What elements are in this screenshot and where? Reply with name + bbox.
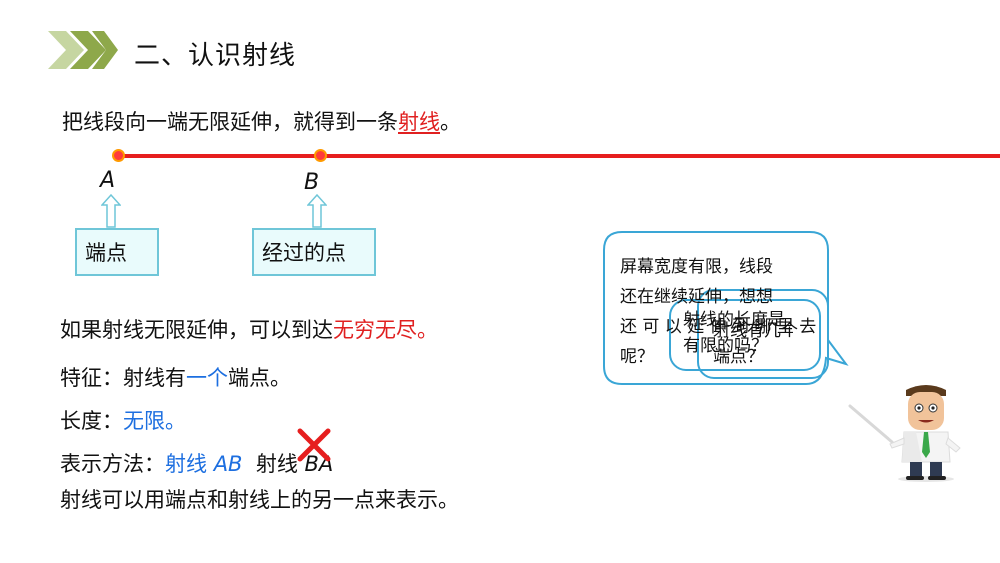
- feature-highlight: 一个: [186, 366, 228, 390]
- notation-text: 表示方法：射线 AB 射线 BA: [60, 448, 333, 478]
- notation-correct-word: 射线: [165, 452, 207, 476]
- teacher-illustration: [848, 385, 961, 482]
- feature-prefix: 特征：射线有: [60, 366, 186, 390]
- point-b-dot: [314, 149, 327, 162]
- extension-text: 如果射线无限延伸，可以到达无穷无尽。: [60, 314, 438, 344]
- notation-colon: ：: [144, 452, 165, 476]
- notation-correct-letters: AB: [213, 452, 243, 476]
- page-title: 二、认识射线: [134, 41, 297, 71]
- bubble-main-text: 屏幕宽度有限，线段 还在继续延伸，想想 还 可 以 延 伸 到 哪 里 去 呢？: [620, 257, 817, 367]
- definition-term: 射线: [398, 110, 440, 134]
- feature-text: 特征：射线有一个端点。: [60, 362, 291, 392]
- chevron-double-right-icon: [48, 31, 118, 69]
- arrow-up-icon: [101, 194, 121, 228]
- extension-prefix: 如果射线无限延伸，可以到达: [60, 318, 333, 342]
- endpoint-label-box: 端点: [75, 228, 159, 276]
- summary-text: 射线可以用端点和射线上的另一点来表示。: [60, 488, 459, 512]
- definition-prefix: 把线段向一端无限延伸，就得到一条: [62, 110, 398, 134]
- length-text: 长度：无限。: [60, 405, 186, 435]
- speech-bubbles: [603, 231, 849, 385]
- definition-text: 把线段向一端无限延伸，就得到一条射线。: [62, 106, 461, 136]
- length-highlight: 无限。: [123, 409, 186, 433]
- notation-wrong-word: 射线: [255, 452, 298, 476]
- ray-line: [118, 154, 1000, 158]
- length-prefix: 长度：: [60, 409, 123, 433]
- bubble-second-text: 射线的长度是 有限的吗？: [683, 310, 785, 356]
- passing-point-label-box: 经过的点: [252, 228, 376, 276]
- cross-mark-icon: [297, 428, 331, 462]
- extension-highlight: 无穷无尽。: [333, 318, 438, 342]
- point-b-label: B: [304, 170, 320, 195]
- point-a-dot: [112, 149, 125, 162]
- arrow-up-icon: [307, 194, 327, 228]
- definition-suffix: 。: [440, 110, 461, 134]
- notation-label: 表示方法: [60, 452, 144, 476]
- point-a-label: A: [100, 168, 116, 193]
- feature-suffix: 端点。: [228, 366, 291, 390]
- bubble-third-text: 射线有几个 端点？: [713, 321, 798, 367]
